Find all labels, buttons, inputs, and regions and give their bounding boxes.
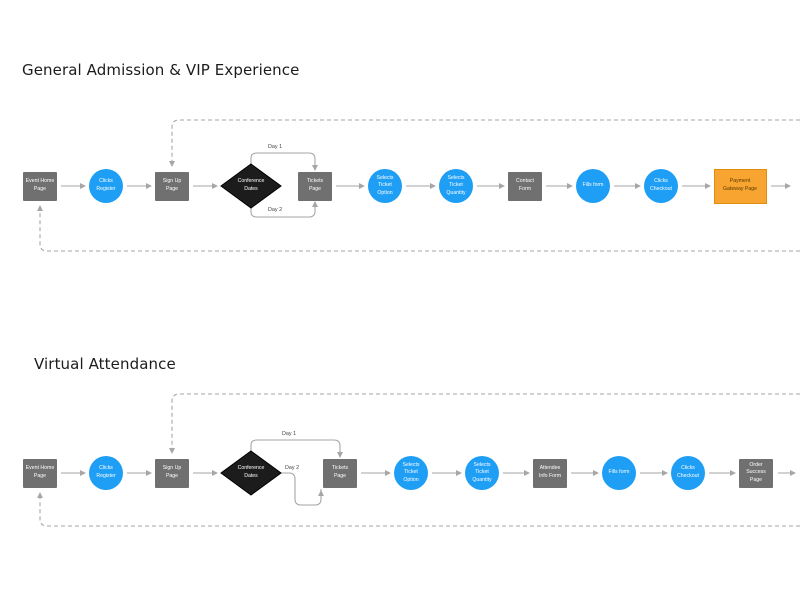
decision-label-conference-dates: Conference Dates <box>237 178 265 192</box>
page-node-sign-up-page: Sign Up Page <box>155 171 189 201</box>
branch-day-1 <box>250 152 318 171</box>
action-node-clicks-register: Clicks Register <box>89 169 123 203</box>
decision-diamond-conference-dates <box>220 450 282 496</box>
action-node-fills-form: Fills form <box>576 169 610 203</box>
page-node-attendee-info-form: Attendee Info Form <box>533 458 567 488</box>
action-node-selects-ticket-quantity: Selects Ticket Quantity <box>439 169 473 203</box>
page-node-tickets-page: Tickets Page <box>298 171 332 201</box>
action-node-selects-ticket-option: Selects Ticket Option <box>394 456 428 490</box>
page-node-order-success-page: Order Success Page <box>739 458 773 488</box>
page-node-payment-gateway-page: Payment Gateway Page <box>713 168 767 204</box>
page-node-event-home-page: Event Home Page <box>23 458 57 488</box>
page-node-tickets-page: Tickets Page <box>323 458 357 488</box>
action-node-selects-ticket-option: Selects Ticket Option <box>368 169 402 203</box>
loopback-to-event-home <box>37 492 800 527</box>
page-node-sign-up-page: Sign Up Page <box>155 458 189 488</box>
branch-label-day-1: Day 1 <box>268 144 283 150</box>
action-node-clicks-checkout: Clicks Checkout <box>644 169 678 203</box>
action-node-fills-form: Fills form <box>602 456 636 490</box>
branch-label-day-2: Day 2 <box>268 207 283 213</box>
branch-day-2 <box>250 201 318 218</box>
branch-label-day-2: Day 2 <box>285 465 300 471</box>
loopback-to-sign-up <box>169 393 800 454</box>
branch-day-2 <box>281 472 322 506</box>
page-node-event-home-page: Event Home Page <box>23 171 57 201</box>
decision-diamond-conference-dates <box>220 163 282 209</box>
action-node-selects-ticket-quantity: Selects Ticket Quantity <box>465 456 499 490</box>
page-node-contact-form: Contact Form <box>508 171 542 201</box>
decision-label-conference-dates: Conference Dates <box>237 465 265 479</box>
loopback-to-event-home <box>37 205 800 252</box>
action-node-clicks-register: Clicks Register <box>89 456 123 490</box>
flow-title-general: General Admission & VIP Experience <box>22 61 300 79</box>
action-node-clicks-checkout: Clicks Checkout <box>671 456 705 490</box>
flow-title-virtual: Virtual Attendance <box>34 355 176 373</box>
branch-day-1 <box>250 439 343 458</box>
loopback-to-sign-up <box>169 119 800 167</box>
branch-label-day-1: Day 1 <box>282 431 297 437</box>
